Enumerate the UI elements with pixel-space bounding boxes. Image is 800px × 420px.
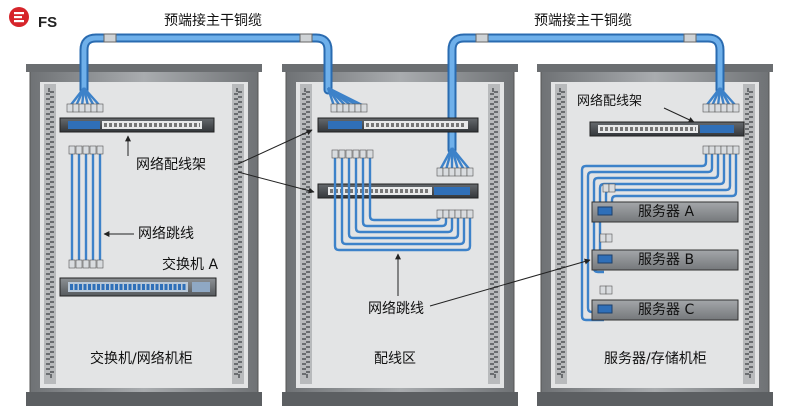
fs-logo-text: FS	[38, 14, 58, 31]
patch-panel-cab1	[59, 117, 215, 133]
cabinet-label-server: 服务器/存储机柜	[604, 351, 707, 367]
arrow-patch-panel-cab3	[663, 107, 695, 123]
server-a-label: 服务器 A	[638, 204, 695, 220]
arrow-patch-cord-cab3	[429, 258, 591, 307]
cabinet-label-switch: 交换机/网络机柜	[90, 351, 193, 367]
patch-cord-label-left: 网络跳线	[138, 226, 194, 242]
fs-logo-mark	[9, 7, 29, 27]
arrow-patch-panel-cab2-top	[237, 129, 313, 165]
callout-arrows	[103, 107, 695, 307]
trunk-cable-2	[447, 33, 725, 155]
patch-cord-label-center: 网络跳线	[368, 301, 424, 317]
cabinet-label-distribution: 配线区	[374, 351, 416, 367]
trunk-fanout-cab3	[705, 87, 737, 107]
server-b	[591, 249, 739, 271]
server-b-label: 服务器 B	[638, 252, 695, 268]
server-a	[591, 201, 739, 223]
patch-cord-plugs-cab2	[331, 149, 474, 219]
trunk-fanout-cab2-top	[326, 86, 365, 108]
switch-a-label: 交换机 A	[162, 257, 219, 273]
patch-cord-plugs-cab3	[599, 145, 740, 295]
patch-panel-cab2-mid	[317, 183, 479, 199]
patch-cord-plugs-cab1	[68, 145, 104, 269]
patch-panel-cab3	[589, 121, 745, 137]
trunk-fanout-cab2-mid	[438, 147, 471, 171]
rack-rail-holes	[46, 88, 242, 378]
connector-heads	[66, 103, 740, 177]
patch-cords-cab2	[333, 158, 472, 252]
trunk-label-1: 预端接主干铜缆	[164, 13, 262, 29]
patch-panel-label-left: 网络配线架	[136, 157, 206, 173]
trunk-label-2: 预端接主干铜缆	[534, 13, 632, 29]
cabinet-top	[26, 64, 262, 72]
patch-panel-cab2-top	[317, 117, 479, 133]
trunk-fanout-cab1	[69, 87, 101, 107]
arrow-patch-panel-cab2-mid	[237, 171, 315, 194]
patch-cords-cab1	[70, 152, 102, 262]
cabinet-base	[26, 392, 262, 406]
trunk-cable-1	[79, 33, 333, 95]
patch-panel-label-right: 网络配线架	[577, 94, 643, 109]
server-c	[591, 299, 739, 321]
server-c-label: 服务器 C	[638, 302, 695, 318]
switch-a	[59, 277, 217, 297]
fs-logo: FS	[8, 6, 78, 31]
